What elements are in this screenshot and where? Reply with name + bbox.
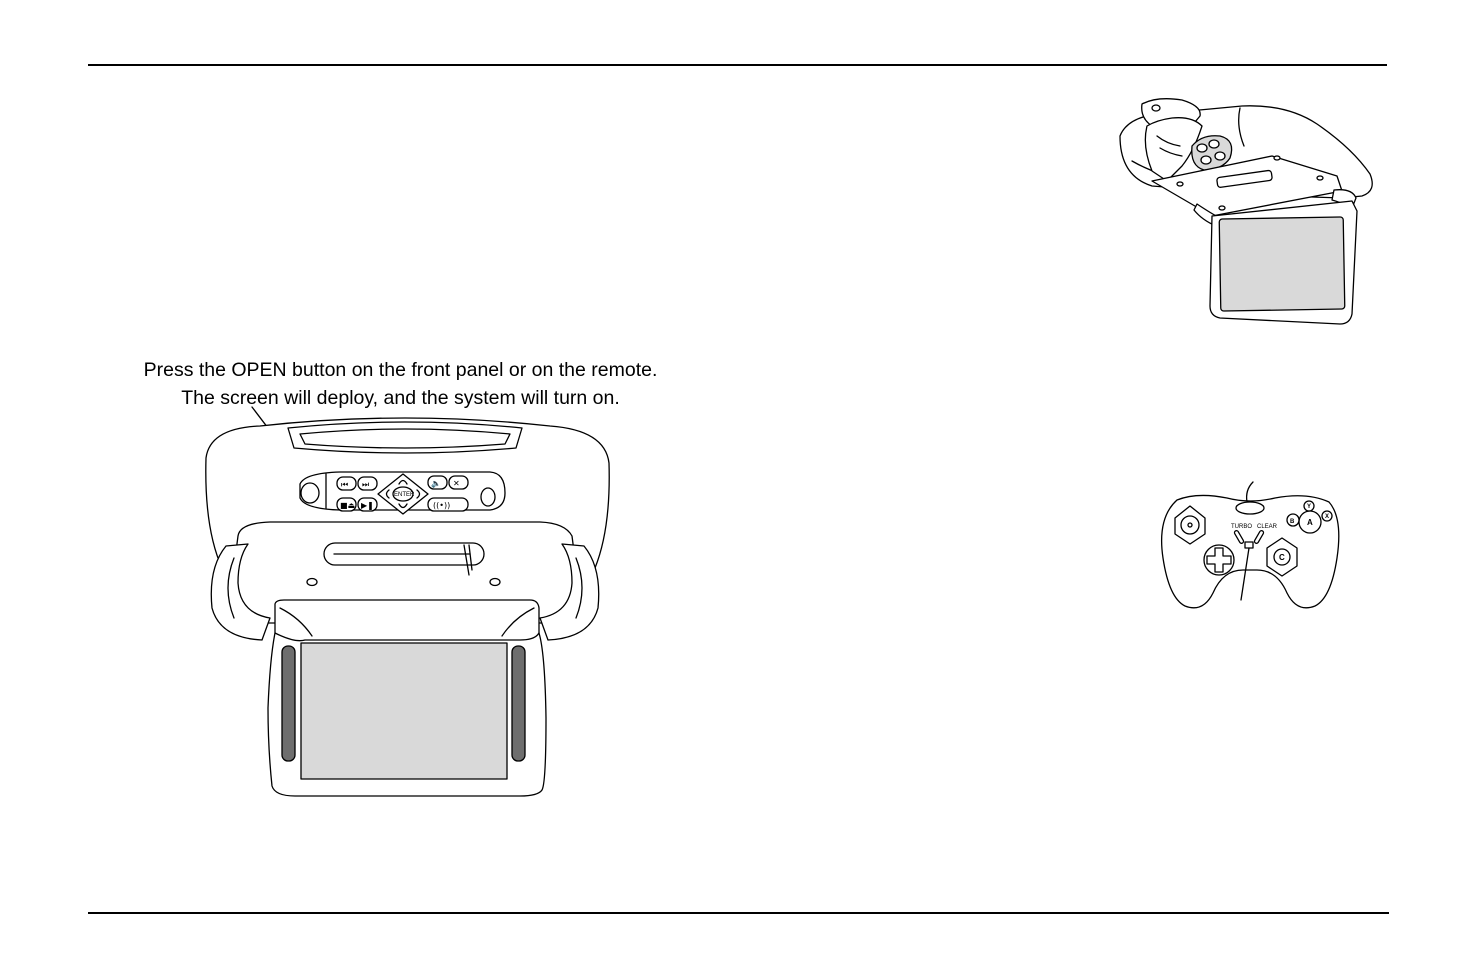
- screw-right: [489, 577, 501, 587]
- svg-text:C: C: [1279, 553, 1285, 562]
- down-arrow-icon: [398, 503, 408, 509]
- svg-text:⏮: ⏮: [341, 480, 348, 489]
- play-pause-button[interactable]: [357, 497, 378, 512]
- svg-text:X: X: [1325, 514, 1329, 520]
- svg-text:▶❚: ▶❚: [361, 501, 374, 510]
- open-button[interactable]: [300, 482, 320, 504]
- svg-text:Y: Y: [1307, 504, 1311, 510]
- svg-text:✕: ✕: [453, 479, 460, 488]
- caption-line-2: The screen will deploy, and the system w…: [181, 387, 620, 409]
- bottom-rule: [88, 912, 1389, 914]
- display-screen: [1218, 216, 1346, 312]
- game-controller-illustration: TURBO CLEAR C A B Y X: [1160, 481, 1340, 609]
- controller-cable: [1245, 481, 1254, 503]
- up-arrow-icon: [398, 479, 408, 485]
- prev-button[interactable]: [336, 476, 357, 491]
- next-button[interactable]: [357, 476, 378, 491]
- left-arrow-icon: [385, 489, 390, 499]
- ir-transmitter-button[interactable]: [427, 497, 469, 512]
- hand: [1144, 117, 1203, 182]
- button-y[interactable]: [1303, 500, 1315, 512]
- svg-text:■⏏: ■⏏: [340, 501, 355, 510]
- svg-text:A: A: [1307, 518, 1313, 527]
- svg-text:🔈: 🔈: [431, 479, 441, 488]
- open-instruction-caption: Press the OPEN button on the front panel…: [108, 356, 693, 412]
- disc-slot: [1216, 169, 1273, 188]
- stop-eject-button[interactable]: [336, 497, 357, 512]
- mute-button[interactable]: [448, 475, 469, 490]
- svg-text:TURBO: TURBO: [1231, 524, 1252, 530]
- screen-side-bar-right: [511, 645, 526, 762]
- controller-callout-line: [1240, 547, 1250, 601]
- enter-label: ENTER: [394, 492, 415, 498]
- screw-left: [306, 577, 318, 587]
- ceiling-monitor-in-vehicle-illustration: [1119, 98, 1373, 325]
- right-hinge: [539, 543, 600, 641]
- button-b[interactable]: [1286, 513, 1300, 527]
- enter-button[interactable]: [392, 486, 414, 502]
- svg-text:CLEAR: CLEAR: [1257, 524, 1278, 530]
- button-x[interactable]: [1321, 510, 1333, 522]
- top-rule: [88, 64, 1387, 66]
- caption-line-1: Press the OPEN button on the front panel…: [143, 359, 658, 381]
- dome-light: [287, 421, 523, 454]
- svg-text:⏭: ⏭: [362, 480, 369, 489]
- svg-text:B: B: [1290, 519, 1295, 525]
- screen-side-bar-left: [281, 645, 296, 762]
- left-hinge: [210, 543, 271, 641]
- svg-text:((•)): ((•)): [433, 501, 450, 510]
- overhead-monitor-front-illustration: ⏮ ⏭ ■⏏ ▶❚ ENTER 🔈 ✕ ((•)): [205, 417, 610, 797]
- mode-button[interactable]: [480, 487, 496, 507]
- display-screen: [300, 642, 508, 780]
- right-arrow-icon: [416, 489, 421, 499]
- volume-button[interactable]: [427, 475, 448, 490]
